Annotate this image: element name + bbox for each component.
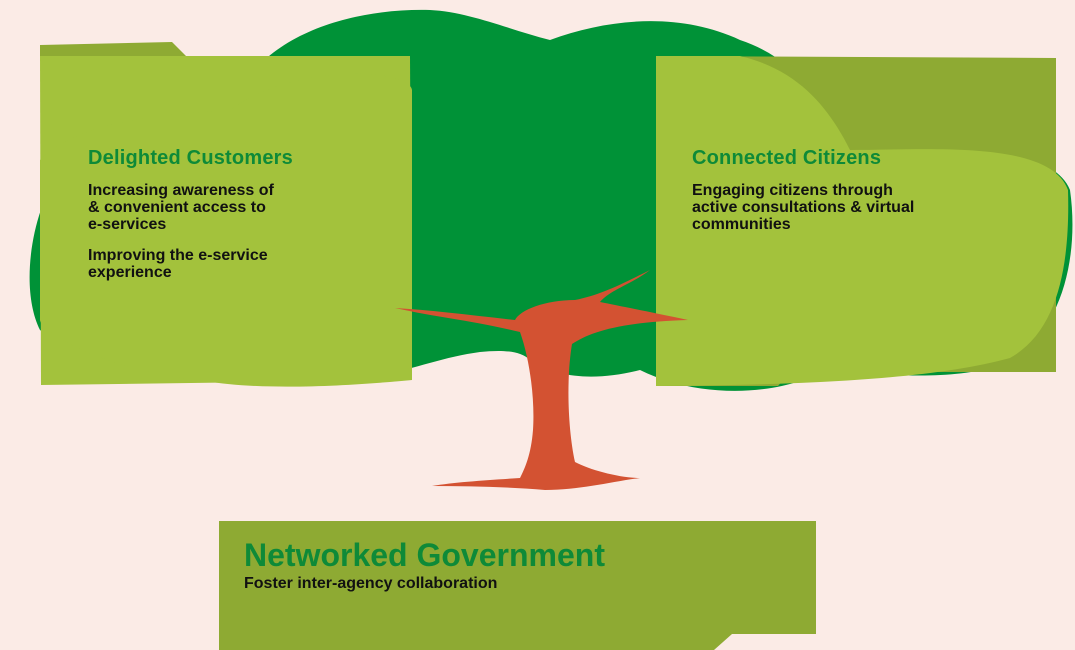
right-paragraph-1: Engaging citizens through active consult… <box>692 182 1032 233</box>
delighted-customers-panel: Delighted Customers Increasing awareness… <box>88 147 388 295</box>
left-line: experience <box>88 264 172 281</box>
right-panel-heading: Connected Citizens <box>692 147 882 169</box>
right-panel-shape <box>656 56 1069 386</box>
left-paragraph-2: Improving the e-service experience <box>88 247 388 281</box>
bottom-panel-title: Networked Government <box>244 537 605 573</box>
left-line: Improving the e-service <box>88 247 268 264</box>
right-line: communities <box>692 216 791 233</box>
left-paragraph-1: Increasing awareness of & convenient acc… <box>88 182 388 233</box>
left-line: Increasing awareness of <box>88 182 274 199</box>
tree-trunk <box>395 270 688 490</box>
left-panel-heading: Delighted Customers <box>88 147 293 169</box>
connected-citizens-panel: Connected Citizens Engaging citizens thr… <box>692 147 1032 247</box>
networked-government-panel: Networked Government Foster inter-agency… <box>244 537 804 593</box>
left-line: & convenient access to <box>88 199 266 216</box>
left-panel-curve <box>40 73 412 387</box>
bottom-panel-shape <box>219 521 816 650</box>
left-panel-tab <box>40 42 186 56</box>
right-line: Engaging citizens through <box>692 182 893 199</box>
right-line: active consultations & virtual <box>692 199 915 216</box>
bottom-panel-subtitle: Foster inter-agency collaboration <box>244 575 498 592</box>
left-line: e-services <box>88 216 167 233</box>
